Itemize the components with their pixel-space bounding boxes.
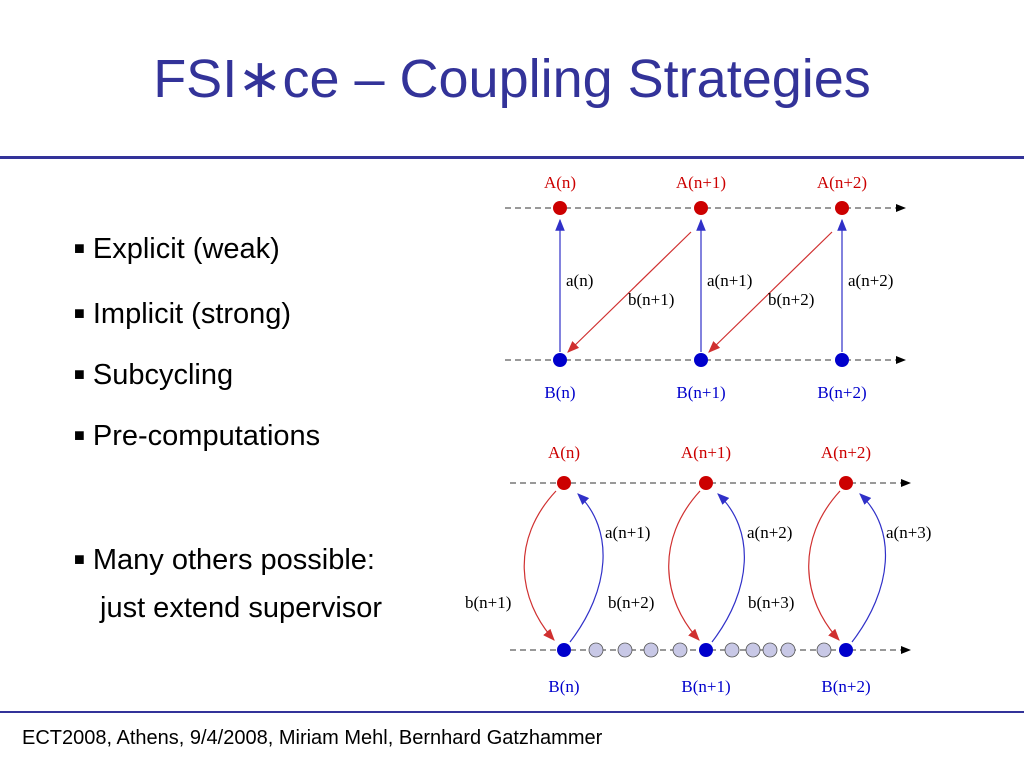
curve-a-n2 (711, 493, 745, 643)
label-a: A(n+1) (676, 173, 726, 192)
subcycle-node (762, 642, 778, 658)
node-b-n2 (839, 643, 853, 657)
title-divider (0, 156, 1024, 159)
bullet-square-icon: ■ (74, 303, 85, 323)
label-a: A(n) (548, 443, 580, 462)
bullet-square-icon: ■ (74, 238, 85, 258)
subcycle-node (816, 642, 832, 658)
bullet-square-icon: ■ (74, 425, 85, 445)
label-a: A(n+2) (817, 173, 867, 192)
curve-a-n1 (569, 493, 604, 643)
coupling-diagram: A(n) A(n+1) A(n+2) B(n) B(n+1) B(n+2) a(… (465, 173, 931, 696)
bullet-explicit: ■ Explicit (weak) (74, 233, 280, 266)
bullet-many-others: ■ Many others possible: (74, 544, 375, 577)
curve-b-n3 (808, 490, 841, 641)
label-a: A(n) (544, 173, 576, 192)
subcycling-diagram: A(n) A(n+1) A(n+2) B(n) B(n+1) B(n+2) a(… (465, 443, 931, 696)
arrow-b-n2 (708, 231, 833, 353)
arrow-b-n1 (567, 231, 692, 353)
bullet-square-icon: ■ (74, 549, 85, 569)
label-diag-arrow: b(n+1) (628, 290, 674, 309)
label-b: B(n+1) (681, 677, 730, 696)
subcycle-node (745, 642, 761, 658)
label-diag-arrow: b(n+2) (768, 290, 814, 309)
subcycle-node (672, 642, 688, 658)
subcycle-node (780, 642, 796, 658)
node-a-n1 (694, 201, 708, 215)
curve-b-n1 (523, 490, 557, 641)
label-b: B(n+1) (676, 383, 725, 402)
subcycle-node (724, 642, 740, 658)
label-up-arrow: a(n+1) (707, 271, 752, 290)
node-b-n (553, 353, 567, 367)
node-a-n (553, 201, 567, 215)
bullet-precomputations: ■ Pre-computations (74, 420, 320, 453)
subcycle-node (643, 642, 659, 658)
node-b-n1 (699, 643, 713, 657)
bullet-text: Pre-computations (92, 420, 321, 452)
bullet-text: Explicit (weak) (92, 233, 280, 265)
node-b-n2 (835, 353, 849, 367)
label-b: B(n+2) (817, 383, 866, 402)
label-blue-curve: a(n+3) (886, 523, 931, 542)
node-b-n1 (694, 353, 708, 367)
bullet-text: Subcycling (92, 359, 234, 391)
node-a-n2 (835, 201, 849, 215)
bullet-text: Many others possible: (92, 544, 375, 576)
label-up-arrow: a(n) (566, 271, 593, 290)
curve-a-n3 (851, 493, 886, 643)
bullet-implicit: ■ Implicit (strong) (74, 298, 291, 331)
bullet-square-icon: ■ (74, 364, 85, 384)
slide-footer: ECT2008, Athens, 9/4/2008, Miriam Mehl, … (22, 727, 603, 749)
curve-b-n2 (668, 490, 701, 641)
label-a: A(n+2) (821, 443, 871, 462)
label-b: B(n) (548, 677, 579, 696)
label-b: B(n+2) (821, 677, 870, 696)
footer-divider (0, 711, 1024, 713)
node-a-n (557, 476, 571, 490)
explicit-coupling-diagram: A(n) A(n+1) A(n+2) B(n) B(n+1) B(n+2) a(… (505, 173, 906, 402)
label-red-curve: b(n+3) (748, 593, 794, 612)
bullet-subcycling: ■ Subcycling (74, 359, 233, 392)
node-a-n2 (839, 476, 853, 490)
label-blue-curve: a(n+1) (605, 523, 650, 542)
label-blue-curve: a(n+2) (747, 523, 792, 542)
label-red-curve: b(n+2) (608, 593, 654, 612)
subcycle-node (588, 642, 604, 658)
slide-title: FSI∗ce – Coupling Strategies (153, 49, 871, 109)
bullet-continuation: just extend supervisor (100, 592, 383, 624)
node-a-n1 (699, 476, 713, 490)
subcycle-node (617, 642, 633, 658)
label-a: A(n+1) (681, 443, 731, 462)
node-b-n (557, 643, 571, 657)
bullet-text: Implicit (strong) (92, 298, 292, 330)
label-red-curve: b(n+1) (465, 593, 511, 612)
label-b: B(n) (544, 383, 575, 402)
label-up-arrow: a(n+2) (848, 271, 893, 290)
